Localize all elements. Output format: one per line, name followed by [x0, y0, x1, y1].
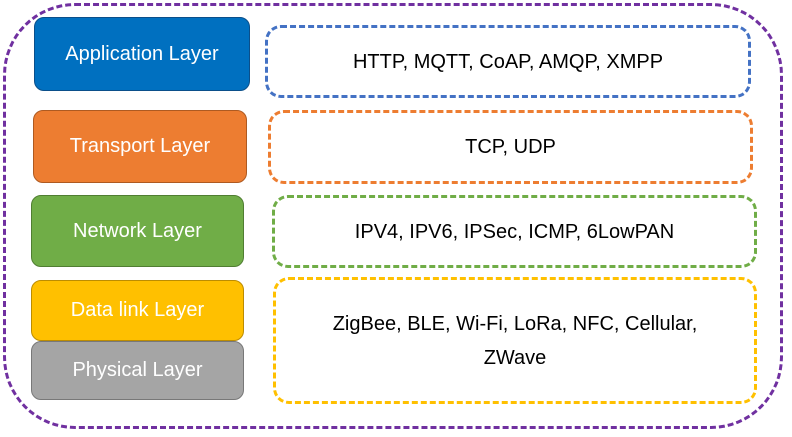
link-physical-protocols-text: ZigBee, BLE, Wi-Fi, LoRa, NFC, Cellular,…: [332, 312, 698, 369]
transport-protocols-text: TCP, UDP: [465, 136, 556, 158]
datalink-layer-box: Data link Layer: [31, 280, 244, 341]
transport-layer-box: Transport Layer: [33, 110, 247, 183]
datalink-layer-label: Data link Layer: [70, 299, 205, 321]
network-layer-box: Network Layer: [31, 195, 244, 267]
network-protocols-text: IPV4, IPV6, IPSec, ICMP, 6LowPAN: [354, 220, 675, 243]
physical-layer-label: Physical Layer: [72, 359, 203, 381]
application-protocols-box: HTTP, MQTT, CoAP, AMQP, XMPP: [265, 25, 751, 98]
transport-protocols-box: TCP, UDP: [268, 110, 753, 184]
application-layer-label: Application Layer: [65, 42, 219, 65]
link-physical-protocols-box: ZigBee, BLE, Wi-Fi, LoRa, NFC, Cellular,…: [273, 277, 757, 404]
outer-dashed-frame: [3, 3, 783, 429]
physical-layer-box: Physical Layer: [31, 341, 244, 400]
network-protocols-box: IPV4, IPV6, IPSec, ICMP, 6LowPAN: [272, 195, 757, 268]
network-layer-label: Network Layer: [73, 219, 202, 242]
application-protocols-text: HTTP, MQTT, CoAP, AMQP, XMPP: [352, 50, 664, 73]
transport-layer-label: Transport Layer: [69, 135, 211, 157]
application-layer-box: Application Layer: [34, 17, 250, 91]
